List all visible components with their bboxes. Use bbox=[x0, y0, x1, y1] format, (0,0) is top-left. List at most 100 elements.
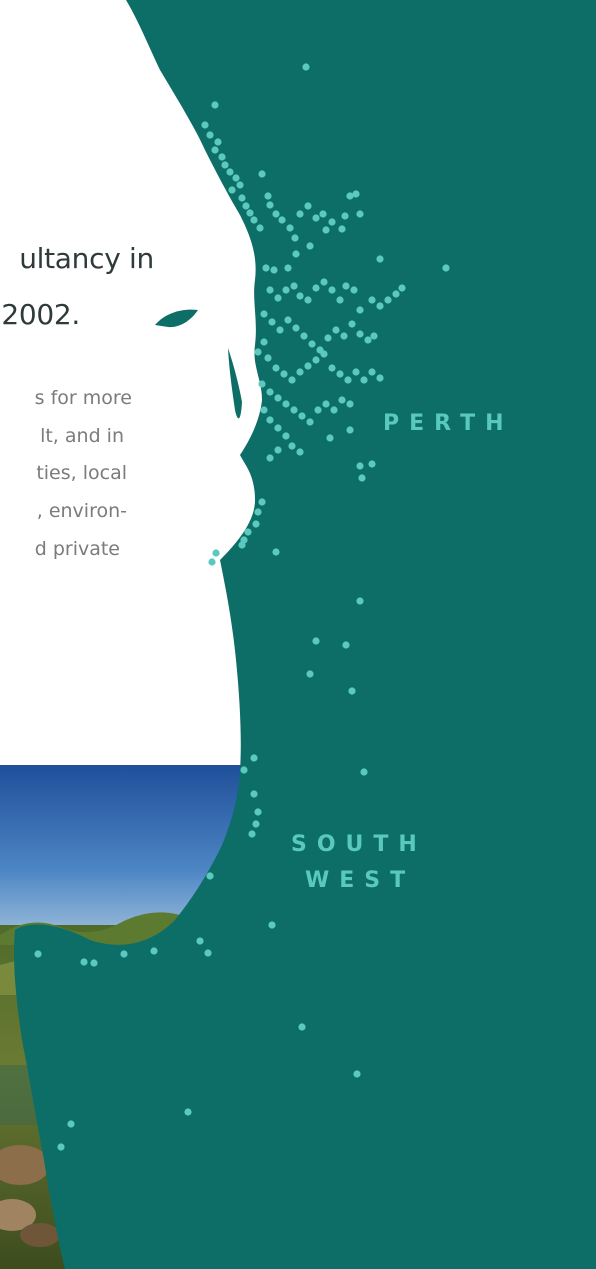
location-dot bbox=[274, 424, 282, 432]
location-dot bbox=[320, 278, 328, 286]
location-dot bbox=[67, 1120, 75, 1128]
location-dot bbox=[308, 340, 316, 348]
region-label-south-west-line-2: WEST bbox=[305, 868, 416, 893]
location-dot bbox=[284, 264, 292, 272]
location-dot bbox=[398, 284, 406, 292]
location-dot bbox=[280, 370, 288, 378]
location-dot bbox=[184, 1108, 192, 1116]
location-dot bbox=[246, 209, 254, 217]
location-dot bbox=[368, 296, 376, 304]
location-dot bbox=[282, 432, 290, 440]
location-dot bbox=[266, 388, 274, 396]
location-dot bbox=[236, 181, 244, 189]
location-dot bbox=[248, 830, 256, 838]
intro-headline-line-1: ultancy in bbox=[19, 242, 154, 275]
location-dot bbox=[306, 418, 314, 426]
location-dot bbox=[368, 368, 376, 376]
intro-headline-line-2: 2002. bbox=[1, 298, 80, 331]
location-dot bbox=[250, 216, 258, 224]
location-dot bbox=[312, 637, 320, 645]
location-dot bbox=[196, 937, 204, 945]
mainland-shape bbox=[14, 0, 596, 1269]
location-dot bbox=[238, 541, 246, 549]
location-dot bbox=[296, 448, 304, 456]
garden-island-shape bbox=[228, 348, 242, 419]
location-dot bbox=[228, 186, 236, 194]
location-dot bbox=[376, 374, 384, 382]
location-dot bbox=[352, 190, 360, 198]
location-dot bbox=[276, 326, 284, 334]
region-label-south-west-line-1: SOUTH bbox=[291, 832, 427, 857]
intro-body-line-4: , environ- bbox=[36, 500, 127, 522]
location-dot bbox=[324, 334, 332, 342]
location-dot bbox=[34, 950, 42, 958]
location-dot bbox=[328, 286, 336, 294]
location-dot bbox=[290, 282, 298, 290]
location-dot bbox=[244, 528, 252, 536]
location-dot bbox=[290, 406, 298, 414]
location-dot bbox=[272, 210, 280, 218]
location-dot bbox=[266, 454, 274, 462]
location-dot bbox=[304, 362, 312, 370]
intro-body-line-3: ties, local bbox=[36, 462, 127, 484]
location-dot bbox=[262, 264, 270, 272]
location-dot bbox=[342, 282, 350, 290]
location-dot bbox=[258, 380, 266, 388]
location-dot bbox=[288, 442, 296, 450]
location-dot bbox=[288, 376, 296, 384]
location-dot bbox=[226, 168, 234, 176]
location-dot bbox=[274, 446, 282, 454]
location-dot bbox=[296, 368, 304, 376]
location-dot bbox=[360, 376, 368, 384]
location-dot bbox=[254, 508, 262, 516]
location-dot bbox=[278, 216, 286, 224]
location-dot bbox=[266, 201, 274, 209]
location-dot bbox=[292, 250, 300, 258]
location-dot bbox=[442, 264, 450, 272]
location-dot bbox=[291, 234, 299, 242]
location-dot bbox=[232, 174, 240, 182]
location-dot bbox=[286, 224, 294, 232]
location-dot bbox=[368, 460, 376, 468]
location-dot bbox=[256, 224, 264, 232]
location-dot bbox=[242, 202, 250, 210]
location-dot bbox=[204, 949, 212, 957]
location-dot bbox=[250, 790, 258, 798]
location-dot bbox=[206, 131, 214, 139]
location-dot bbox=[274, 294, 282, 302]
location-dot bbox=[284, 316, 292, 324]
location-dot bbox=[260, 338, 268, 346]
location-dot bbox=[264, 192, 272, 200]
location-dot bbox=[342, 641, 350, 649]
location-dot bbox=[346, 192, 354, 200]
location-dot bbox=[350, 286, 358, 294]
location-dot bbox=[348, 320, 356, 328]
location-dot bbox=[346, 400, 354, 408]
location-dot bbox=[358, 474, 366, 482]
location-dot bbox=[312, 356, 320, 364]
location-dot bbox=[296, 292, 304, 300]
location-dot bbox=[221, 161, 229, 169]
location-dot bbox=[328, 218, 336, 226]
location-dot bbox=[356, 330, 364, 338]
location-dot bbox=[260, 310, 268, 318]
location-dot bbox=[206, 872, 214, 880]
location-dot bbox=[292, 324, 300, 332]
location-dot bbox=[348, 687, 356, 695]
location-dot bbox=[328, 364, 336, 372]
location-dot bbox=[332, 326, 340, 334]
location-dot bbox=[211, 101, 219, 109]
location-dot bbox=[282, 286, 290, 294]
location-dot bbox=[270, 266, 278, 274]
location-dot bbox=[322, 400, 330, 408]
location-dot bbox=[268, 921, 276, 929]
location-dot bbox=[90, 959, 98, 967]
location-dot bbox=[330, 406, 338, 414]
location-dot bbox=[356, 306, 364, 314]
location-dot bbox=[238, 194, 246, 202]
location-dot bbox=[254, 348, 262, 356]
location-dot bbox=[352, 368, 360, 376]
location-dot bbox=[150, 947, 158, 955]
